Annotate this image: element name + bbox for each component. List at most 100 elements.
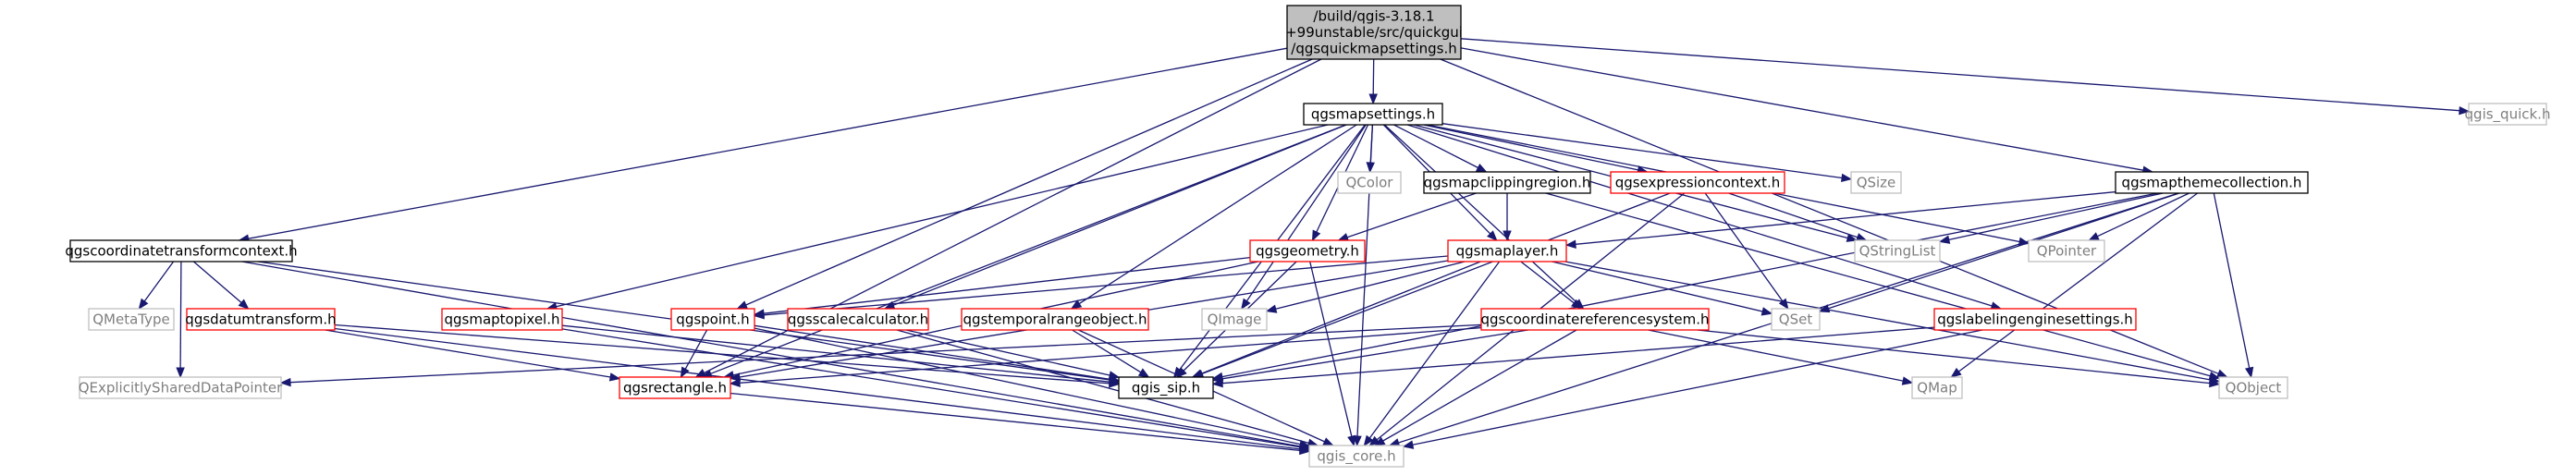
node-qgscoordinatereferencesystem[interactable]: qgscoordinatereferencesystem.h bbox=[1480, 308, 1710, 331]
edge-qgscoordinatereferencesystem-to-qmap bbox=[1648, 329, 1914, 385]
node-root: /build/qgis-3.18.1+99unstable/src/quickg… bbox=[1285, 5, 1463, 60]
node-label: QExplicitlySharedDataPointer bbox=[79, 379, 283, 396]
edge-qgsmapsettings-to-qgsmaptopixel bbox=[546, 124, 1329, 311]
node-label: qgsmapsettings.h bbox=[1311, 105, 1435, 122]
node-qgsrectangle[interactable]: qgsrectangle.h bbox=[619, 376, 731, 399]
node-qgsmapthemecollection[interactable]: qgsmapthemecollection.h bbox=[2115, 171, 2309, 194]
node-box bbox=[1933, 308, 2137, 331]
node-label: qgsmapclippingregion.h bbox=[1424, 174, 1591, 190]
node-label: /qgsquickmapsettings.h bbox=[1291, 40, 1456, 56]
edge-qgsmapthemecollection-to-qgsmaplayer bbox=[1564, 190, 2116, 249]
node-label: /build/qgis-3.18.1 bbox=[1313, 7, 1434, 24]
node-box bbox=[787, 308, 929, 331]
edge-qgsexpressioncontext-to-qstringlist bbox=[1728, 192, 1868, 242]
node-qsize: QSize bbox=[1850, 171, 1902, 194]
edge-qgsrectangle-to-qgis_core bbox=[730, 392, 1311, 456]
node-box bbox=[1286, 5, 1462, 60]
edge-qgsscalecalculator-to-qgis_sip bbox=[905, 329, 1121, 380]
edge-qgsmapsettings-to-qsize bbox=[1441, 123, 1853, 183]
node-box bbox=[1480, 308, 1710, 331]
node-label: qgsmaptopixel.h bbox=[444, 311, 559, 327]
edge-root-to-qgscoordinatetransformcontext bbox=[238, 47, 1288, 243]
node-qgsmaptopixel[interactable]: qgsmaptopixel.h bbox=[441, 308, 563, 331]
edge-qgsmapsettings-to-qgstemporalrangeobject bbox=[1070, 124, 1357, 310]
edge-qgscoordinatereferencesystem-to-qgis_core bbox=[1373, 329, 1577, 446]
node-qset: QSet bbox=[1771, 308, 1821, 331]
node-label: qgscoordinatereferencesystem.h bbox=[1481, 311, 1710, 327]
node-box bbox=[1447, 239, 1567, 262]
node-box bbox=[79, 376, 282, 399]
node-label: qgsdatumtransform.h bbox=[185, 311, 336, 327]
nodes-layer: /build/qgis-3.18.1+99unstable/src/quickg… bbox=[65, 5, 2551, 468]
node-qmetatype: QMetaType bbox=[88, 308, 175, 331]
node-label: qgscoordinatetransformcontext.h bbox=[65, 242, 297, 259]
node-qgis_quick: qgis_quick.h bbox=[2465, 103, 2551, 126]
edge-qgsexpressioncontext-to-qset bbox=[1704, 192, 1789, 311]
node-box bbox=[2218, 376, 2288, 399]
node-box bbox=[619, 376, 731, 399]
edge-qgscoordinatetransformcontext-to-qexplicitlyshareddatapointer bbox=[176, 261, 185, 379]
edge-qgsmaplayer-to-qgspoint bbox=[753, 255, 1449, 320]
node-box bbox=[186, 308, 336, 331]
node-qmap: QMap bbox=[1911, 376, 1963, 399]
node-box bbox=[2028, 239, 2105, 262]
node-qpointer: QPointer bbox=[2028, 239, 2105, 262]
node-qgsexpressioncontext[interactable]: qgsexpressioncontext.h bbox=[1610, 171, 1785, 194]
node-qexplicitlyshareddatapointer: QExplicitlySharedDataPointer bbox=[79, 376, 283, 399]
node-qgsmapclippingregion[interactable]: qgsmapclippingregion.h bbox=[1423, 171, 1591, 194]
node-qgsgeometry[interactable]: qgsgeometry.h bbox=[1249, 239, 1366, 262]
node-box bbox=[1337, 171, 1402, 194]
node-qgsscalecalculator[interactable]: qgsscalecalculator.h bbox=[787, 308, 929, 331]
node-qimage: QImage bbox=[1201, 308, 1268, 331]
edge-qgscoordinatetransformcontext-to-qmetatype bbox=[138, 261, 175, 311]
edge-root-to-qgis_quick bbox=[1460, 38, 2471, 116]
edge-qgstemporalrangeobject-to-qgis_sip bbox=[1072, 329, 1150, 378]
node-qstringlist: QStringList bbox=[1854, 239, 1941, 262]
node-qgis_sip[interactable]: qgis_sip.h bbox=[1118, 376, 1214, 399]
node-box bbox=[1771, 308, 1821, 331]
edge-qgsmaplayer-to-qimage bbox=[1265, 261, 1466, 313]
node-qgsmaplayer[interactable]: qgsmaplayer.h bbox=[1447, 239, 1567, 262]
node-qgspoint[interactable]: qgspoint.h bbox=[670, 308, 755, 331]
node-label: qgis_quick.h bbox=[2465, 105, 2551, 123]
node-box bbox=[1850, 171, 1902, 194]
node-qobject: QObject bbox=[2218, 376, 2288, 399]
node-label: QMap bbox=[1917, 379, 1957, 396]
edge-qgspoint-to-qgis_sip bbox=[754, 324, 1121, 384]
node-box bbox=[1201, 308, 1268, 331]
edge-root-to-qgsmapsettings bbox=[1368, 58, 1378, 105]
node-qcolor: QColor bbox=[1337, 171, 1402, 194]
node-box bbox=[2468, 103, 2547, 126]
node-qgscoordinatetransformcontext[interactable]: qgscoordinatetransformcontext.h bbox=[65, 239, 298, 262]
node-box bbox=[2115, 171, 2309, 194]
node-label: qgstemporalrangeobject.h bbox=[963, 311, 1147, 327]
node-box bbox=[961, 308, 1149, 331]
node-label: QMetaType bbox=[92, 311, 170, 327]
node-qgslabelingenginesettings[interactable]: qgslabelingenginesettings.h bbox=[1933, 308, 2137, 331]
node-box bbox=[1308, 445, 1405, 468]
node-qgsmapsettings[interactable]: qgsmapsettings.h bbox=[1303, 103, 1443, 126]
node-label: qgsgeometry.h bbox=[1256, 242, 1359, 259]
node-box bbox=[1249, 239, 1366, 262]
node-box bbox=[1303, 103, 1443, 126]
node-label: qgsmaplayer.h bbox=[1456, 242, 1559, 259]
edge-qgscoordinatereferencesystem-to-qexplicitlyshareddatapointer bbox=[279, 323, 1482, 387]
node-qgis_core: qgis_core.h bbox=[1308, 445, 1405, 468]
edge-qgsmapclippingregion-to-qgsmaplayer bbox=[1503, 193, 1512, 242]
edge-qgslabelingenginesettings-to-qgis_sip bbox=[1211, 326, 1935, 388]
node-label: QSet bbox=[1779, 311, 1813, 327]
edges-layer bbox=[138, 38, 2471, 456]
node-box bbox=[1911, 376, 1963, 399]
node-qgstemporalrangeobject[interactable]: qgstemporalrangeobject.h bbox=[961, 308, 1149, 331]
node-qgsdatumtransform[interactable]: qgsdatumtransform.h bbox=[185, 308, 337, 331]
edge-qgscoordinatetransformcontext-to-qgis_core bbox=[241, 261, 1311, 451]
edge-qgscoordinatetransformcontext-to-qgsdatumtransform bbox=[192, 261, 250, 310]
node-label: qgspoint.h bbox=[676, 311, 749, 327]
edge-qgsexpressioncontext-to-qgis_sip bbox=[1192, 192, 1671, 378]
node-label: qgslabelingenginesettings.h bbox=[1937, 311, 2133, 327]
edge-qgslabelingenginesettings-to-qgis_core bbox=[1402, 329, 1983, 449]
edge-qgsmapclippingregion-to-qgsgeometry bbox=[1337, 192, 1477, 242]
node-box bbox=[1610, 171, 1785, 194]
node-box bbox=[1118, 376, 1214, 399]
